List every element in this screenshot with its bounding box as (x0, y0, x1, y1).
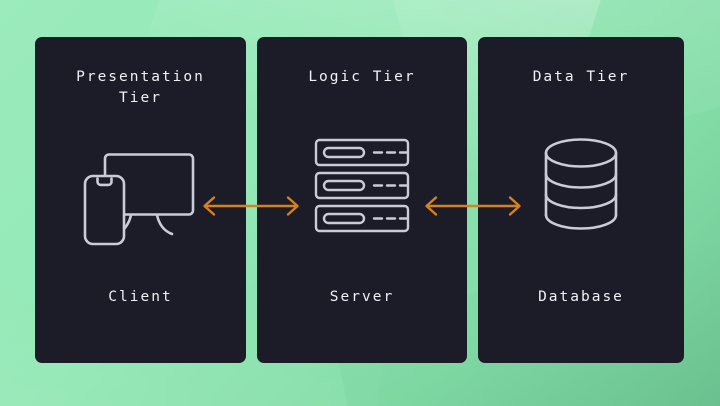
card-presentation-title: Presentation Tier (76, 69, 205, 106)
database-cylinder-icon (538, 136, 624, 236)
card-presentation-caption: Client (108, 289, 173, 305)
connector-server-database (420, 193, 526, 219)
card-logic-figure (257, 82, 467, 289)
card-data-figure (478, 82, 684, 289)
server-rack-icon (314, 137, 410, 235)
card-logic-title: Logic Tier (308, 69, 416, 85)
connector-client-server (198, 193, 304, 219)
monitor-phone-icon (79, 144, 203, 248)
card-data-caption: Database (538, 289, 624, 305)
card-logic-caption: Server (329, 289, 395, 305)
card-presentation-figure (35, 103, 246, 289)
card-data-title: Data Tier (532, 69, 630, 85)
